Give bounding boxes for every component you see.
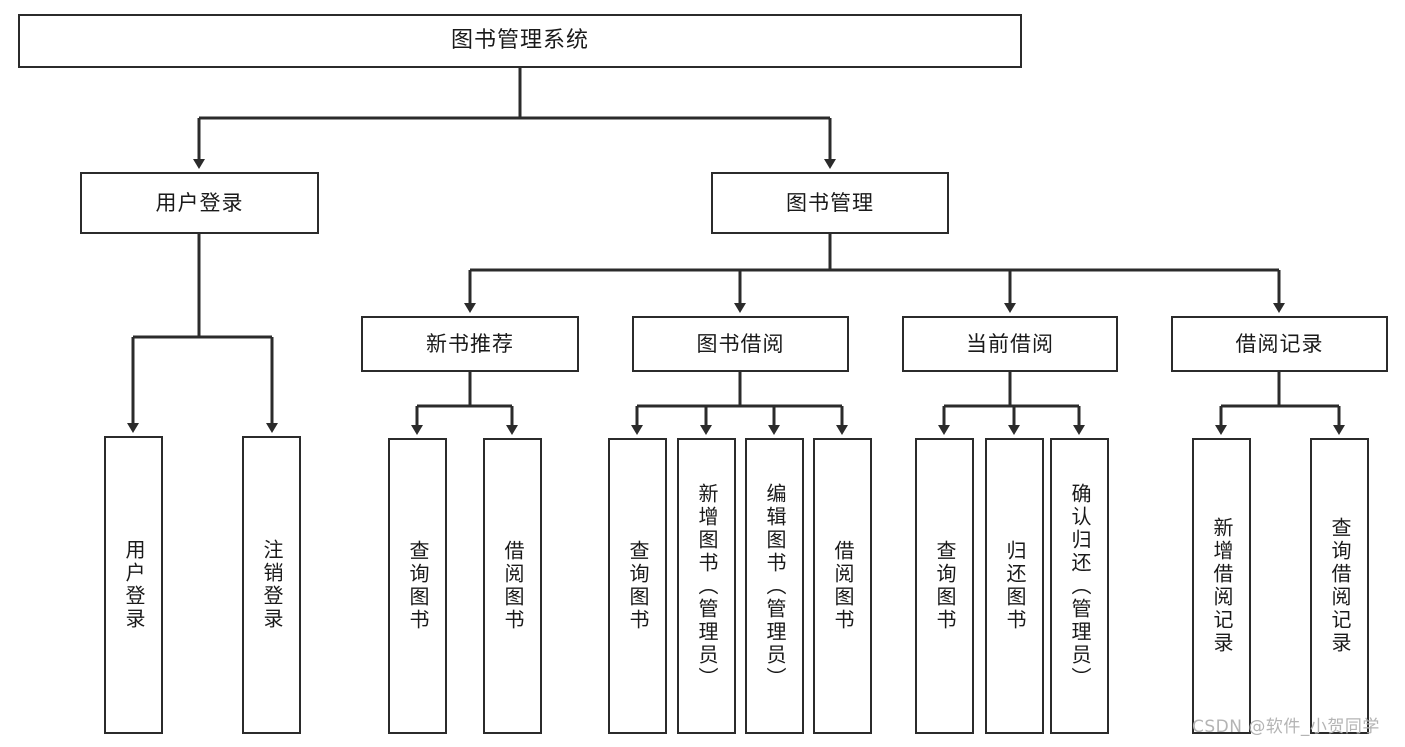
node-leaf-borrow-book-1-label: 借阅图书 [501, 540, 525, 632]
node-leaf-borrow-book-2-label: 借阅图书 [831, 540, 855, 632]
node-leaf-add-borrow-record[interactable]: 新增借阅记录 [1192, 438, 1251, 734]
node-borrow-record-label: 借阅记录 [1235, 331, 1324, 356]
node-leaf-confirm-return-admin-label: 确认归还（管理员） [1068, 482, 1092, 690]
node-book-management[interactable]: 图书管理 [711, 172, 949, 234]
node-leaf-edit-book-admin-label: 编辑图书（管理员） [763, 482, 787, 690]
node-leaf-user-login[interactable]: 用户登录 [104, 436, 163, 734]
node-leaf-query-book-1-label: 查询图书 [406, 540, 430, 632]
node-root-system-label: 图书管理系统 [450, 28, 589, 54]
node-leaf-borrow-book-1[interactable]: 借阅图书 [483, 438, 542, 734]
node-leaf-user-login-label: 用户登录 [122, 539, 146, 631]
node-leaf-edit-book-admin[interactable]: 编辑图书（管理员） [745, 438, 804, 734]
node-leaf-query-book-3[interactable]: 查询图书 [915, 438, 974, 734]
node-current-borrow[interactable]: 当前借阅 [902, 316, 1118, 372]
node-borrow-record[interactable]: 借阅记录 [1171, 316, 1388, 372]
node-book-management-label: 图书管理 [786, 190, 874, 215]
node-leaf-query-book-2[interactable]: 查询图书 [608, 438, 667, 734]
node-leaf-confirm-return-admin[interactable]: 确认归还（管理员） [1050, 438, 1109, 734]
node-user-login-label: 用户登录 [155, 190, 244, 215]
node-leaf-logout-login-label: 注销登录 [260, 539, 284, 631]
node-leaf-logout-login[interactable]: 注销登录 [242, 436, 301, 734]
node-root-system[interactable]: 图书管理系统 [18, 14, 1022, 68]
node-leaf-query-borrow-record-label: 查询借阅记录 [1328, 517, 1352, 655]
node-user-login[interactable]: 用户登录 [80, 172, 319, 234]
node-leaf-query-book-1[interactable]: 查询图书 [388, 438, 447, 734]
node-current-borrow-label: 当前借阅 [966, 331, 1054, 356]
node-leaf-return-book-label: 归还图书 [1003, 540, 1027, 632]
node-book-borrow[interactable]: 图书借阅 [632, 316, 849, 372]
node-leaf-borrow-book-2[interactable]: 借阅图书 [813, 438, 872, 734]
node-leaf-query-borrow-record[interactable]: 查询借阅记录 [1310, 438, 1369, 734]
node-leaf-add-book-admin[interactable]: 新增图书（管理员） [677, 438, 736, 734]
node-book-borrow-label: 图书借阅 [696, 331, 785, 356]
node-new-book-recommend[interactable]: 新书推荐 [361, 316, 579, 372]
node-leaf-return-book[interactable]: 归还图书 [985, 438, 1044, 734]
node-leaf-add-borrow-record-label: 新增借阅记录 [1210, 517, 1234, 655]
node-leaf-query-book-3-label: 查询图书 [933, 540, 957, 632]
node-new-book-recommend-label: 新书推荐 [426, 331, 514, 356]
node-leaf-query-book-2-label: 查询图书 [626, 540, 650, 632]
node-leaf-add-book-admin-label: 新增图书（管理员） [695, 482, 719, 690]
